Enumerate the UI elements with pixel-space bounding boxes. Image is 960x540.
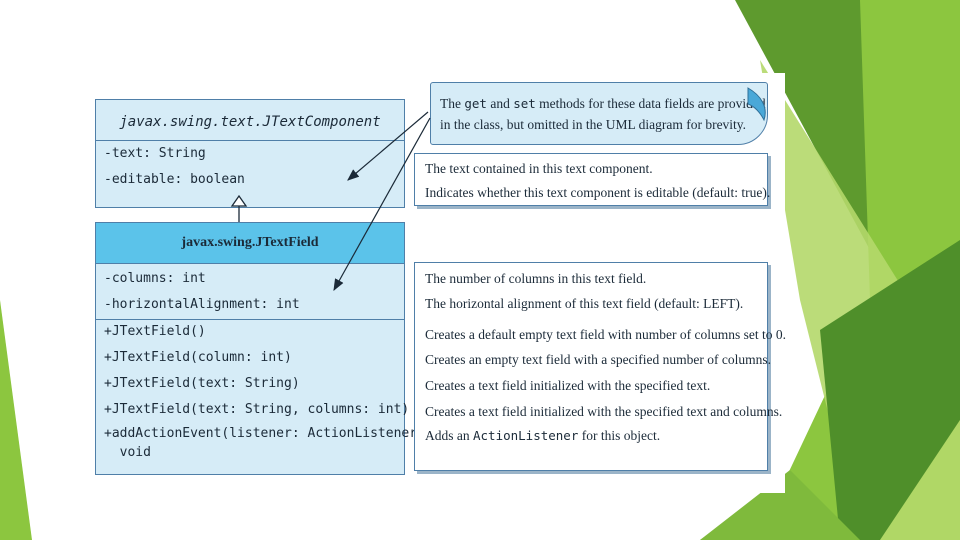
field-editable: -editable: boolean <box>104 172 245 187</box>
callout-line-2: in the class, but omitted in the UML dia… <box>440 117 747 132</box>
note-constructor-text: Creates a text field initialized with th… <box>425 378 711 393</box>
green-shape-right-deep <box>820 240 960 540</box>
green-shape-right-bottom <box>700 470 860 540</box>
green-shape-left <box>0 300 32 540</box>
field-columns: -columns: int <box>104 271 206 286</box>
method-add-action-event-return: void <box>104 445 151 460</box>
note-add-action-event: Adds an ActionListener for this object. <box>425 428 660 444</box>
class-divider <box>96 319 404 320</box>
callout-code-set: set <box>513 96 536 111</box>
note-add-text-pre: Adds an <box>425 428 473 443</box>
note-constructor-text-columns: Creates a text field initialized with th… <box>425 404 783 419</box>
method-add-action-event: +addActionEvent(listener: ActionListener… <box>104 426 433 441</box>
method-constructor-default: +JTextField() <box>104 324 206 339</box>
note-superclass-fields: The text contained in this text componen… <box>414 153 771 206</box>
note-constructor-column: Creates an empty text field with a speci… <box>425 352 772 367</box>
callout-note: The get and set methods for these data f… <box>430 82 768 145</box>
callout-text-3: methods for these data fields are provid… <box>535 96 766 111</box>
method-constructor-column: +JTextField(column: int) <box>104 350 292 365</box>
callout-code-get: get <box>464 96 487 111</box>
note-constructor-default: Creates a default empty text field with … <box>425 327 787 342</box>
note-subclass: The number of columns in this text field… <box>414 262 786 471</box>
class-jtextcomponent: javax.swing.text.JTextComponent -text: S… <box>95 99 405 208</box>
note-columns: The number of columns in this text field… <box>425 271 647 286</box>
note-text-field: The text contained in this text componen… <box>425 161 653 176</box>
class-name-jtextcomponent: javax.swing.text.JTextComponent <box>119 114 381 130</box>
field-horizontal-alignment: -horizontalAlignment: int <box>104 297 300 312</box>
note-add-code: ActionListener <box>473 428 579 443</box>
callout-text-1: The <box>440 96 465 111</box>
note-horizontal-alignment: The horizontal alignment of this text fi… <box>425 296 744 311</box>
note-editable-field: Indicates whether this text component is… <box>425 185 771 200</box>
class-name-jtextfield: javax.swing.JTextField <box>181 235 319 250</box>
class-divider <box>96 263 404 264</box>
method-constructor-text-columns: +JTextField(text: String, columns: int) <box>104 402 410 417</box>
class-divider <box>96 140 404 141</box>
field-text: -text: String <box>104 146 206 161</box>
callout-line-1: The get and set methods for these data f… <box>440 96 766 112</box>
note-add-text-post: for this object. <box>578 428 661 443</box>
class-jtextfield: javax.swing.JTextField -columns: int -ho… <box>95 222 433 475</box>
callout-text-2: and <box>486 96 514 111</box>
callout-fold-icon <box>747 87 766 122</box>
method-constructor-text: +JTextField(text: String) <box>104 376 300 391</box>
